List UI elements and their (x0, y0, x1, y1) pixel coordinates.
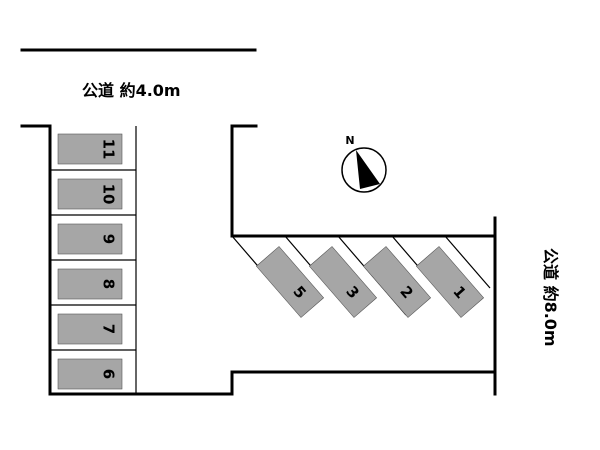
north-road-label: 公道 約4.0m (82, 81, 181, 100)
compass-needle-icon (356, 150, 380, 189)
parking-space-10: 10 (57, 178, 123, 210)
lot-boundary-left-bottom (20, 124, 497, 396)
parking-space-number: 8 (100, 279, 118, 289)
parking-space-number: 11 (100, 139, 118, 160)
parking-space-rect (57, 223, 123, 255)
compass-label: N (345, 134, 354, 147)
parking-space-rect (57, 313, 123, 345)
parking-space-5: 5 (255, 246, 325, 318)
parking-space-9: 9 (57, 223, 123, 255)
north-compass: N (341, 134, 387, 193)
parking-space-2: 2 (362, 246, 432, 318)
parking-space-7: 7 (57, 313, 123, 345)
left-column-separators (50, 169, 136, 351)
parking-space-3: 3 (308, 246, 378, 318)
parking-space-number: 10 (100, 184, 118, 205)
parking-space-number: 9 (100, 234, 118, 244)
parking-space-rect (57, 178, 123, 210)
east-road-label: 公道 約8.0m (541, 248, 560, 347)
parking-space-6: 6 (57, 358, 123, 390)
parking-space-11: 11 (57, 133, 123, 165)
left-column-spaces: 11 10 9 8 7 6 (57, 133, 123, 390)
parking-space-rect (415, 246, 485, 318)
parking-space-rect (57, 268, 123, 300)
parking-space-1: 1 (415, 246, 485, 318)
diagonal-separator (444, 235, 491, 289)
diagonal-spaces: 5 3 2 1 (255, 246, 485, 318)
parking-space-rect (57, 133, 123, 165)
parking-space-rect (362, 246, 432, 318)
parking-space-rect (57, 358, 123, 390)
parking-space-number: 7 (100, 324, 118, 334)
parking-space-rect (308, 246, 378, 318)
parking-space-number: 6 (100, 369, 118, 379)
parking-space-8: 8 (57, 268, 123, 300)
parking-space-rect (255, 246, 325, 318)
